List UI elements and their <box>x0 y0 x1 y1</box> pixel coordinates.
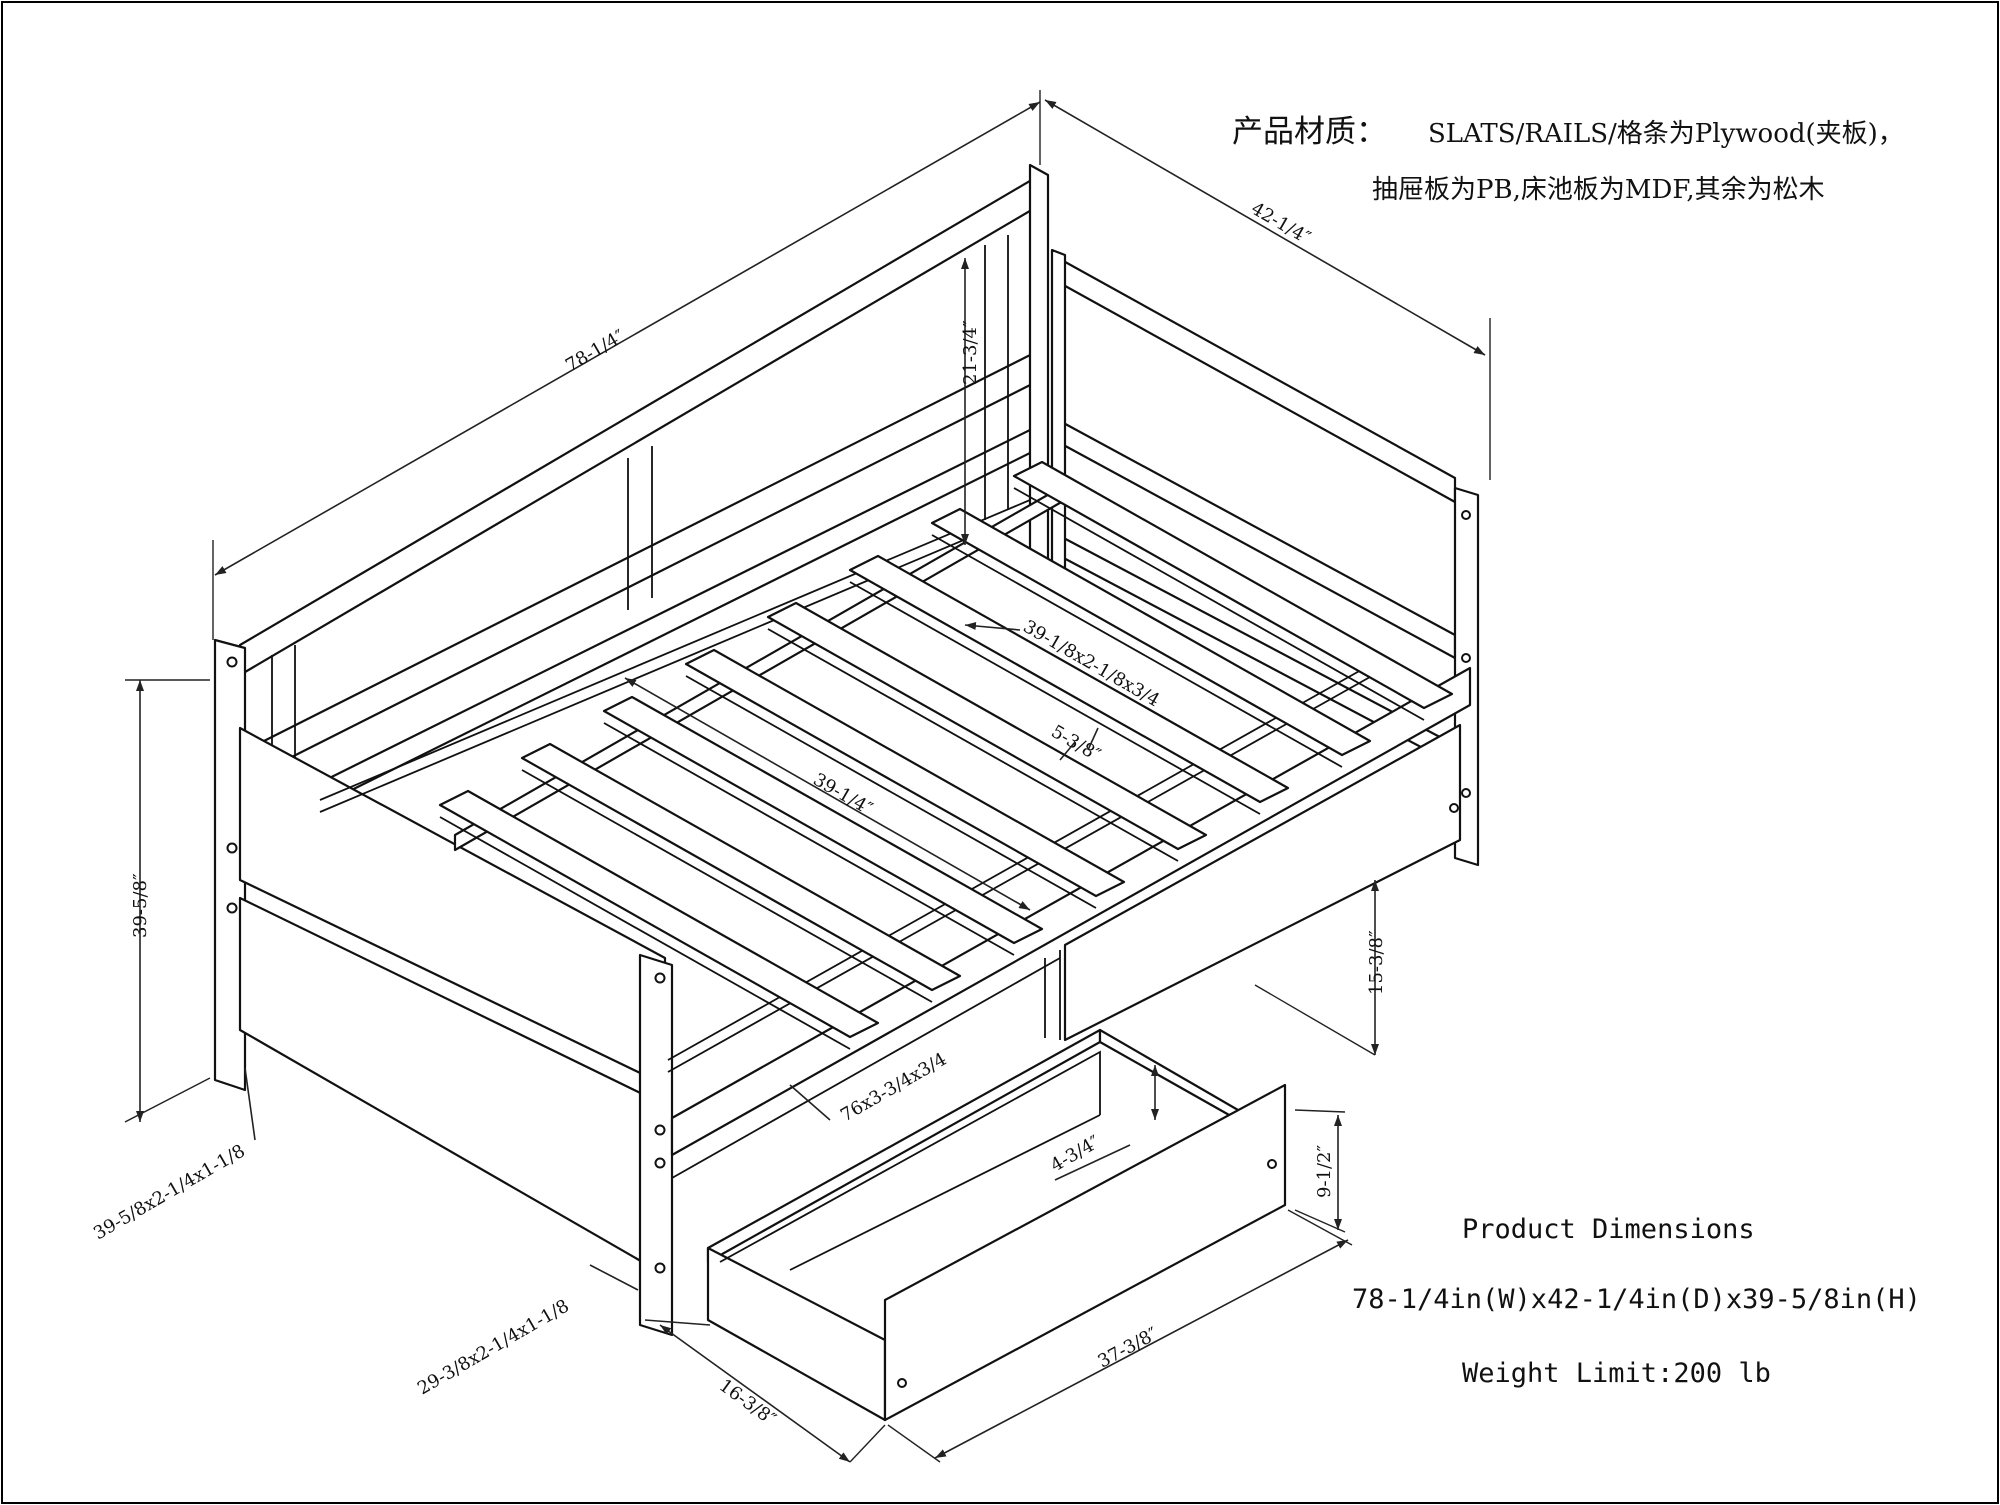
drawer-width-label: 16-3/8″ <box>715 1375 780 1430</box>
bed-slat-edge <box>849 581 1261 815</box>
drawer-length-dim <box>934 1239 1349 1459</box>
weight-limit-line: Weight Limit:200 lb <box>1462 1358 1771 1389</box>
under-bed-divider <box>1044 950 1061 1040</box>
side-rail-spec-label: 76x3-3/4x3/4 <box>837 1049 950 1127</box>
length-ext <box>212 90 1041 640</box>
bolt-hole <box>1461 788 1471 798</box>
bolt-hole <box>654 1262 666 1274</box>
dimension-lines <box>124 90 1491 1463</box>
foot-left-post <box>213 638 247 1092</box>
bolt-hole <box>226 656 238 668</box>
front-post-leader <box>589 1264 639 1291</box>
back-rail-height-label: 21-3/4″ <box>960 320 981 385</box>
drawer-length-label: 37-3/8″ <box>1094 1323 1161 1372</box>
material-note: 产品材质： SLATS/RAILS/格条为Plywood(夹板)， 抽屉板为PB… <box>1232 114 1904 205</box>
bed-frame <box>213 163 1480 1337</box>
drawer-height-label: 9-1/2″ <box>1314 1144 1335 1198</box>
length-dim-line <box>214 101 1041 576</box>
bed-slat-edge <box>439 816 851 1050</box>
front-lower-rail <box>671 957 1061 1179</box>
material-note-line1: SLATS/RAILS/格条为Plywood(夹板)， <box>1428 119 1904 149</box>
head-left-post <box>1050 248 1067 592</box>
bolt-hole <box>654 972 666 984</box>
bolt-hole <box>654 1124 666 1136</box>
product-dimensions-line: 78-1/4in(W)x42-1/4in(D)x39-5/8in(H) <box>1352 1284 1921 1315</box>
under-bed-clearance-label: 15-3/8″ <box>1366 930 1387 995</box>
bolt-hole <box>1461 653 1471 663</box>
drawer-depth-leader <box>1054 1144 1131 1181</box>
bed-slat <box>438 789 880 1039</box>
drawer-right-side <box>1098 1028 1240 1122</box>
bolt-hole <box>226 842 238 854</box>
height-ext <box>124 679 211 1123</box>
slat-leader <box>964 622 1021 631</box>
end-post-spec-label: 39-5/8x2-1/4x1-1/8 <box>90 1141 249 1245</box>
drawer-front-installed <box>1063 723 1462 1042</box>
inner-width-dim <box>624 677 1031 911</box>
drawer-length-ext <box>887 1209 1353 1463</box>
overall-length-label: 78-1/4″ <box>562 326 629 377</box>
foot-right-post <box>638 953 674 1337</box>
bolt-hole <box>1461 510 1471 520</box>
bolt-hole <box>1267 1159 1277 1169</box>
bolt-hole <box>897 1378 907 1388</box>
drawer-height-ext <box>1294 1109 1346 1233</box>
product-info: Product Dimensions 78-1/4in(W)x42-1/4in(… <box>1352 1214 1921 1389</box>
bolt-hole <box>226 902 238 914</box>
slat-spacing-dim <box>1059 727 1099 761</box>
overall-height-label: 39-5/8″ <box>130 873 151 938</box>
drawer-width-ext <box>644 1319 886 1463</box>
product-dimensions-title: Product Dimensions <box>1462 1214 1755 1245</box>
bolt-hole <box>654 1157 666 1169</box>
depth-dim-line <box>1044 99 1486 356</box>
side-rail-leader <box>789 1084 831 1121</box>
bolt-hole <box>1449 803 1459 813</box>
front-post-spec-label: 29-3/8x2-1/4x1-1/8 <box>414 1296 573 1400</box>
clearance-ext <box>1254 984 1376 1056</box>
drawer-width-dim <box>659 1324 851 1463</box>
material-note-line2: 抽屉板为PB,床池板为MDF,其余为松木 <box>1372 175 1825 205</box>
material-note-label: 产品材质： <box>1232 114 1387 150</box>
end-post-leader <box>244 1067 256 1141</box>
bed-slat-edge <box>1013 487 1425 721</box>
drawer-inner-back <box>719 1050 1101 1271</box>
